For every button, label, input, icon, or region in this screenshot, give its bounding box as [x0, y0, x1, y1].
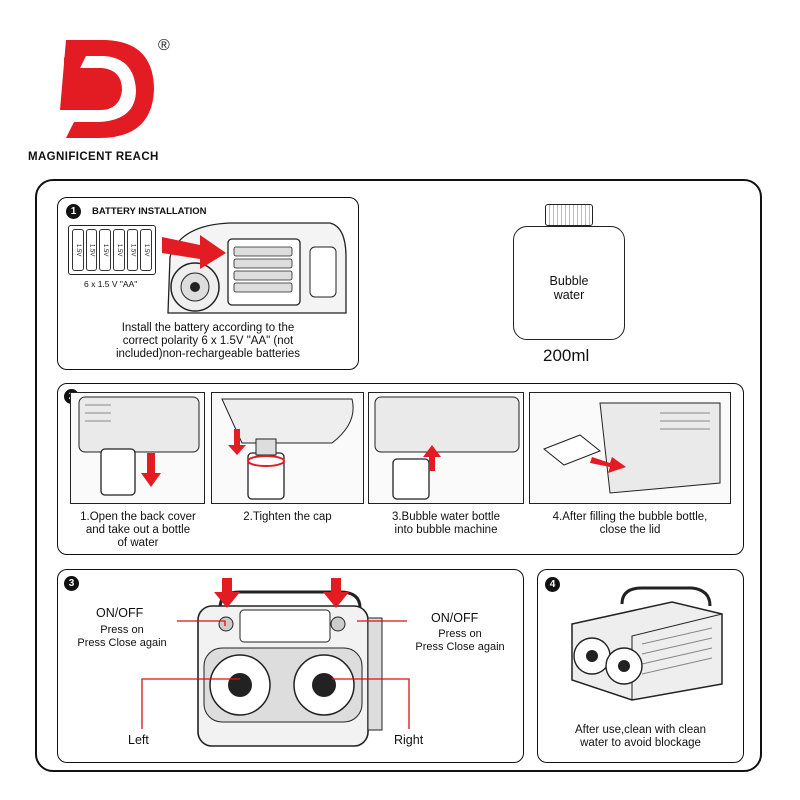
registered-mark: ® — [158, 37, 170, 54]
brand-logo: ® — [60, 37, 170, 138]
step3-badge: 3 — [64, 576, 79, 591]
instruction-frame — [35, 179, 762, 772]
step2-image-open-cover — [70, 392, 205, 504]
right-fan-label: Right — [394, 733, 424, 747]
battery-spec: 6 x 1.5 V "AA" — [84, 279, 138, 289]
left-switch-instructions: Press on Press Close again — [77, 624, 167, 649]
step2-caption-1: 1.Open the back cover and take out a bot… — [80, 511, 196, 549]
right-switch-title: ON/OFF — [431, 611, 479, 625]
battery-cell: 1.5V — [140, 229, 153, 271]
brand-name: MAGNIFICENT REACH — [28, 151, 159, 163]
battery-pack: 1.5V 1.5V 1.5V 1.5V 1.5V 1.5V — [68, 225, 156, 275]
left-fan-label: Left — [128, 733, 149, 747]
step2-caption-4: 4.After filling the bubble bottle, close… — [552, 511, 708, 536]
step2-image-tighten-cap — [211, 392, 364, 504]
left-switch-title: ON/OFF — [96, 606, 144, 620]
battery-cell: 1.5V — [126, 229, 139, 271]
step2-caption-2: 2.Tighten the cap — [243, 511, 332, 523]
battery-compartment-illustration — [162, 222, 347, 314]
right-switch-instructions: Press on Press Close again — [415, 628, 505, 653]
bottle-volume: 200ml — [543, 346, 590, 365]
battery-cell: 1.5V — [113, 229, 125, 271]
bottle-cap — [545, 204, 593, 226]
battery-cell: 1.5V — [72, 229, 84, 271]
step1-badge: 1 — [66, 204, 81, 219]
step2-caption-3: 3.Bubble water bottle into bubble machin… — [391, 511, 501, 536]
step4-badge: 4 — [545, 577, 560, 592]
leader-lines — [141, 620, 410, 729]
step2-image-close-lid — [529, 392, 731, 504]
step1-description: Install the battery according to the cor… — [115, 322, 301, 360]
bubble-machine-angled-illustration — [571, 586, 723, 701]
bottle-label: Bubble water — [549, 274, 589, 302]
bubble-water-bottle: Bubble water — [513, 226, 625, 340]
step2-image-insert-bottle — [368, 392, 524, 504]
step4-caption: After use,clean with clean water to avoi… — [574, 724, 707, 749]
battery-cell: 1.5V — [99, 229, 112, 271]
battery-cell: 1.5V — [85, 229, 98, 271]
step1-title: BATTERY INSTALLATION — [92, 206, 207, 217]
